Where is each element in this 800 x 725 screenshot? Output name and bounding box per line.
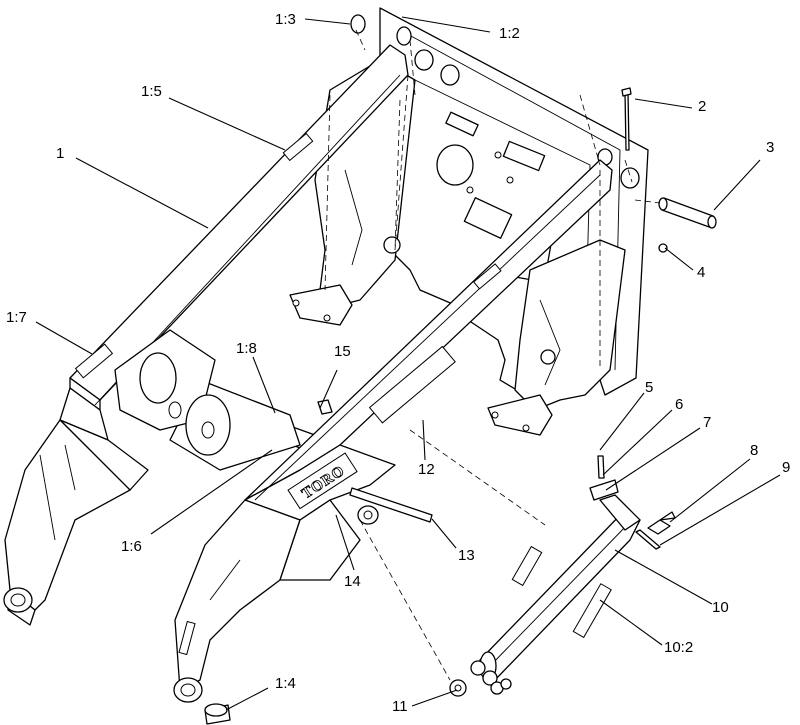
cross-tube	[114, 329, 321, 471]
callout-labels: 1 1:2 1:3 1:4 1:5 1:6 1:7 1:8 2 3 4 5 6 …	[6, 11, 790, 715]
callout-9: 9	[782, 459, 790, 476]
callout-5: 5	[645, 379, 653, 396]
callout-1-3: 1:3	[275, 11, 296, 28]
callout-10: 10	[712, 599, 729, 616]
left-loader-arm	[3, 44, 409, 626]
callout-10-2: 10:2	[664, 639, 693, 656]
callout-1-7: 1:7	[6, 309, 27, 326]
hidden-lines	[324, 29, 661, 681]
nut-4	[658, 243, 668, 253]
callout-12: 12	[418, 461, 435, 478]
callout-leaders	[35, 16, 781, 711]
callout-1-8: 1:8	[236, 340, 257, 357]
callout-4: 4	[697, 264, 705, 281]
pivot-pin	[658, 197, 717, 229]
pin-hardware	[589, 455, 676, 550]
right-upright-bracket	[487, 239, 626, 436]
callout-2: 2	[698, 98, 706, 115]
callout-14: 14	[344, 573, 361, 590]
callout-7: 7	[703, 414, 711, 431]
callout-6: 6	[675, 396, 683, 413]
callout-13: 13	[458, 547, 475, 564]
callout-8: 8	[750, 442, 758, 459]
callout-1-6: 1:6	[121, 538, 142, 555]
callout-3: 3	[766, 139, 774, 156]
cylinder-assembly	[449, 494, 641, 697]
callout-15: 15	[334, 343, 351, 360]
callout-1-2: 1:2	[499, 25, 520, 42]
callout-1-5: 1:5	[141, 83, 162, 100]
callout-11: 11	[392, 698, 408, 715]
callout-1-4: 1:4	[275, 675, 296, 692]
bolt-2	[621, 87, 632, 151]
callout-1: 1	[56, 145, 64, 162]
right-loader-arm: TORO	[173, 159, 613, 703]
